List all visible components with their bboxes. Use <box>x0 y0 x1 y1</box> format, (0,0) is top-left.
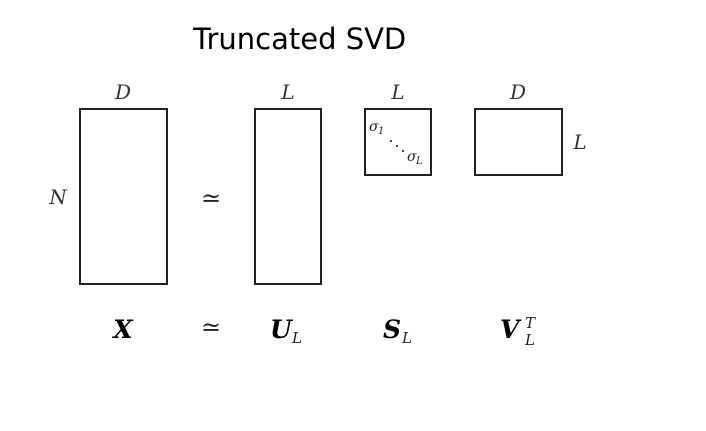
sigma-last-symbol: σ <box>407 149 417 165</box>
label-v-superscript: T <box>525 314 536 332</box>
sigma-first-symbol: σ <box>369 119 379 135</box>
label-s: S L <box>383 315 412 347</box>
label-x: X <box>111 315 134 344</box>
label-u-subscript: L <box>291 329 302 347</box>
diagonal-dot <box>401 149 405 153</box>
label-s-subscript: L <box>401 329 412 347</box>
diagram-title: Truncated SVD <box>192 22 406 56</box>
sigma-first-subscript: 1 <box>378 126 384 137</box>
approx-symbol-top: ≃ <box>201 184 221 212</box>
diagonal-dot <box>389 139 393 143</box>
sigma-last-subscript: L <box>415 156 423 167</box>
v-column-dim: D <box>509 80 526 104</box>
label-u-symbol: U <box>270 315 294 344</box>
u-column-dim: L <box>280 80 294 104</box>
s-column-dim: L <box>390 80 404 104</box>
label-v-subscript: L <box>524 331 535 349</box>
sigma-last: σ L <box>407 149 423 167</box>
matrix-v-box <box>474 108 563 176</box>
matrix-s-box <box>364 108 432 176</box>
label-s-symbol: S <box>383 315 401 344</box>
v-row-dim: L <box>572 130 586 154</box>
label-u: U L <box>270 315 302 347</box>
approx-symbol-bottom: ≃ <box>201 313 221 341</box>
x-column-dim: D <box>114 80 131 104</box>
matrix-x-box <box>79 108 168 285</box>
label-v-symbol: V <box>500 315 522 344</box>
x-row-dim: N <box>48 185 68 209</box>
matrix-u-box <box>254 108 322 285</box>
sigma-first: σ 1 <box>369 119 384 137</box>
label-v: V T L <box>500 314 536 349</box>
diagonal-dot <box>395 144 399 148</box>
diagonal-dots <box>389 139 405 153</box>
